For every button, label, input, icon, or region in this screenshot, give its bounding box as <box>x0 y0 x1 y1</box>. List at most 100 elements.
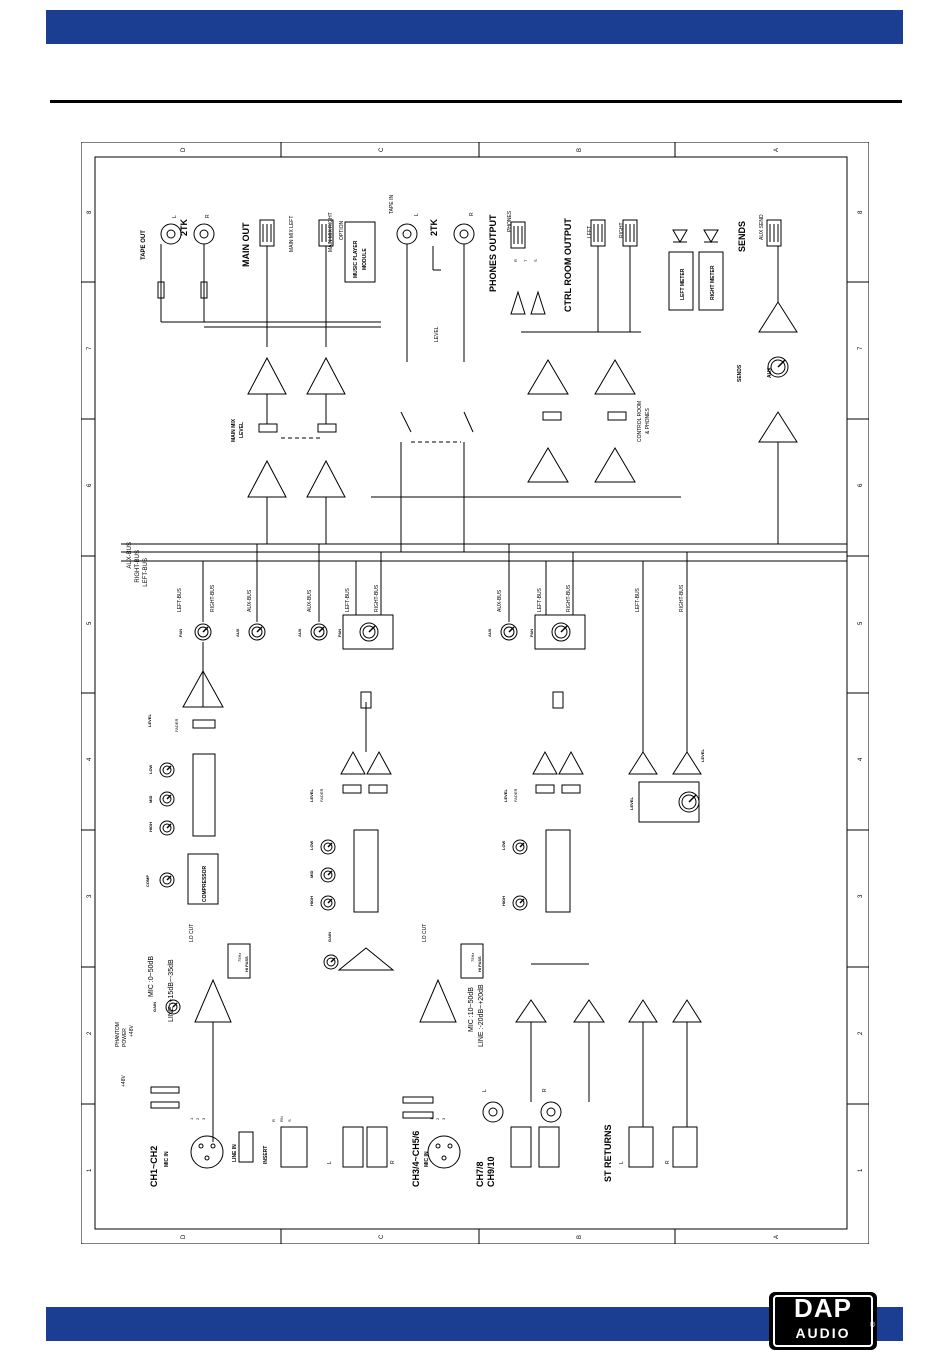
ch3-6-gain-label: GAIN <box>327 932 332 942</box>
logo-dap-text: DAP <box>794 1293 852 1323</box>
ch3-6-mid-knob-inner <box>323 870 333 880</box>
xlr-pin-number-2: 2 <box>435 1117 440 1120</box>
main-mix-amp-l <box>247 356 287 395</box>
st-return-level-tag: LEVEL <box>700 749 705 762</box>
ch1-2-mid-knob-pointer <box>166 794 172 800</box>
ch1-2-fader <box>192 719 216 729</box>
zone-number-left-5: 5 <box>87 621 93 625</box>
xlr-pin <box>447 1143 453 1149</box>
main-mix-right-label: MAIN MIX RIGHT <box>328 212 334 252</box>
ch7-10-level-amp-l <box>532 750 558 775</box>
tape-out-r-resistor <box>200 281 208 299</box>
ch3-6-aux-bus-tag: AUX-BUS <box>307 589 313 612</box>
ch3-6-left-bus-tag: LEFT-BUS <box>345 587 351 612</box>
st-return-l-label: L <box>619 1161 625 1164</box>
tape-out-l-label: L <box>172 215 178 218</box>
compressor-label: COMPRESSOR <box>202 865 208 902</box>
aux-send-label: AUX SEND <box>759 214 765 240</box>
ch3-6-pan-knob-pointer <box>368 625 376 633</box>
ch3-6-high-knob <box>320 895 336 911</box>
ctrl-left-label: LEFT <box>587 226 593 238</box>
ch7-10-pan-knob <box>551 622 571 642</box>
compressor-box <box>187 853 219 905</box>
ch3-6-jack-l <box>342 1126 364 1168</box>
comp-knob <box>159 872 175 888</box>
left-bus-label: LEFT-BUS <box>143 558 149 587</box>
main-sum-amp-r <box>306 459 346 498</box>
ch3-6-mic-range: MIC :10~50dB <box>468 987 475 1032</box>
ch1-2-high-knob <box>159 820 175 836</box>
ch3-6-label: CH3/4~CH5/6 <box>411 1131 421 1187</box>
ch3-6-level-amp-l <box>340 750 366 775</box>
ch3-6-eq-box <box>353 829 379 913</box>
right-meter-led <box>703 229 719 243</box>
ch7-10-rca-l-label: L <box>482 1089 488 1092</box>
zone-letter-top-A: A <box>774 148 780 152</box>
st-return-jack-r <box>672 1126 698 1168</box>
st-return-level-knob <box>678 791 700 813</box>
insert-jack <box>280 1126 308 1168</box>
ch7-10-low-knob-inner <box>515 842 525 852</box>
ch1-2-low-knob-pointer <box>166 765 172 771</box>
ch9-10-label: CH9/10 <box>486 1156 496 1187</box>
zone-number-right-6: 6 <box>858 483 864 487</box>
ch1-2-low-knob <box>159 762 175 778</box>
phantom-label: PHANTOM <box>115 1022 121 1047</box>
ch1-2-mid-label: MID <box>148 796 153 803</box>
tape-switch-r <box>463 411 474 433</box>
phones-level-label: & PHONES <box>645 407 651 434</box>
st-return-input-amp-r <box>672 999 702 1023</box>
tape-in-r-rca <box>453 223 475 245</box>
ch1-2-left-bus-tag: LEFT-BUS <box>177 587 183 612</box>
ch7-10-aux-label: AUX <box>487 628 492 637</box>
ch3-6-pan-knob-inner <box>362 625 376 639</box>
xlr-pin <box>198 1143 204 1149</box>
tape-in-l-rca-center <box>402 229 412 239</box>
ch1-2-fader-label: FADER <box>174 719 179 732</box>
ch3-6-xlr-input <box>427 1135 461 1169</box>
two-tk-in-label: 2TK <box>429 218 439 236</box>
ch1-2-pan-knob <box>194 623 212 641</box>
xlr-pin <box>204 1155 210 1161</box>
st-return-level-label: LEVEL <box>629 797 634 810</box>
tape-in-label: TAPE IN <box>389 195 395 214</box>
ch3-6-pan-label: PAN <box>337 629 342 637</box>
ch3-6-mid-label: MID <box>309 871 314 878</box>
ch7-10-high-knob <box>512 895 528 911</box>
power-label: POWER <box>122 1028 128 1047</box>
ch1-2-gain-knob <box>165 999 181 1015</box>
control-room-label: CONTROL ROOM <box>637 401 643 442</box>
st-return-out-amp-r <box>672 751 702 775</box>
ch7-10-low-label: LOW <box>501 840 506 850</box>
zone-letter-bottom-B: B <box>577 1235 583 1239</box>
ch7-10-aux-knob <box>500 623 518 641</box>
ctrl-room-sum-amp-r <box>594 447 636 483</box>
ctrl-room-fader-l <box>542 411 562 421</box>
zone-number-left-3: 3 <box>87 894 93 898</box>
main-mix-left-label: MAIN MIX LEFT <box>289 216 295 252</box>
ch7-10-input-amp-l <box>515 999 547 1023</box>
ch7-10-aux-knob-pointer <box>508 626 515 633</box>
main-mix-level-label: LEVEL <box>239 422 245 438</box>
aux-send-amp <box>758 301 798 333</box>
xlr-pin-number-2: 2 <box>195 1117 200 1120</box>
ch3-6-low-knob <box>320 839 336 855</box>
zone-number-right-8: 8 <box>858 210 864 214</box>
zone-letter-bottom-C: C <box>379 1234 385 1239</box>
ctrl-right-label: RIGHT <box>619 222 625 238</box>
ch1-2-aux-knob-inner <box>251 626 263 638</box>
phones-label: PHONES <box>507 210 513 232</box>
st-return-r-label: R <box>665 1160 671 1164</box>
insert-r-pin: R <box>271 1119 276 1122</box>
phones-amp-l <box>510 290 526 315</box>
zone-number-left-7: 7 <box>87 346 93 350</box>
st-return-out-amp-l <box>628 751 658 775</box>
ch1-2-right-bus-tag: RIGHT-BUS <box>210 584 216 612</box>
zone-number-right-5: 5 <box>858 621 864 625</box>
zone-number-right-7: 7 <box>858 346 864 350</box>
ch7-10-high-knob-pointer <box>519 898 525 904</box>
logo-border <box>773 1295 873 1347</box>
phantom-resistor-1 <box>150 1086 180 1094</box>
st-returns-label: ST RETURNS <box>603 1124 613 1182</box>
